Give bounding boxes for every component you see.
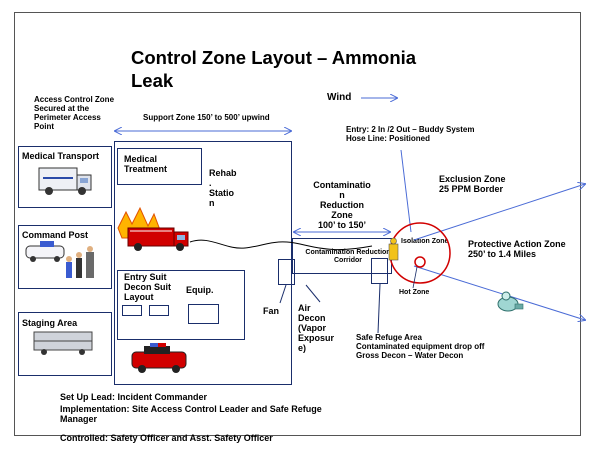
suit-small-box-1 xyxy=(122,305,142,316)
hot-zone-label: Hot Zone xyxy=(399,289,430,296)
footer-setup: Set Up Lead: Incident Commander xyxy=(60,392,208,402)
medical-transport-label: Medical Transport xyxy=(22,151,100,161)
footer-controlled: Controlled: Safety Officer and Asst. Saf… xyxy=(60,433,273,443)
protective-action-zone-label: Protective Action Zone 250’ to 1.4 Miles xyxy=(468,239,566,260)
command-post-box xyxy=(18,225,112,289)
corridor-label: Contamination Reduction Corridor xyxy=(305,249,391,264)
footer-implementation: Implementation: Site Access Control Lead… xyxy=(60,404,322,425)
staging-area-label: Staging Area xyxy=(22,318,78,328)
medical-treatment-box xyxy=(117,148,202,185)
support-zone-box xyxy=(114,141,292,385)
medical-treatment-label: Medical Treatment xyxy=(124,154,168,175)
isolation-zone-label: Isolation Zone xyxy=(401,238,449,245)
exclusion-zone-label: Exclusion Zone 25 PPM Border xyxy=(439,174,506,195)
rehab-station-label: Rehab . Statio n xyxy=(209,168,237,209)
access-control-label: Access Control Zone Secured at the Perim… xyxy=(34,95,115,131)
fan-label: Fan xyxy=(263,306,280,316)
air-decon-label: Air Decon (Vapor Exposur e) xyxy=(298,303,335,354)
command-post-label: Command Post xyxy=(22,230,89,240)
decon-unit-box xyxy=(371,258,388,284)
support-zone-label: Support Zone 150’ to 500’ upwind xyxy=(143,113,270,122)
safe-refuge-label: Safe Refuge Area Contaminated equipment … xyxy=(356,333,485,360)
fan-unit-box xyxy=(278,259,295,285)
contamination-reduction-zone-label: Contaminatio n Reduction Zone 100’ to 15… xyxy=(313,180,371,231)
page-title: Control Zone Layout – Ammonia Leak xyxy=(131,47,417,92)
staging-area-box xyxy=(18,312,112,376)
suit-small-box-2 xyxy=(149,305,169,316)
equip-label: Equip. xyxy=(186,285,214,295)
entry-suit-box xyxy=(117,270,245,340)
medical-transport-box xyxy=(18,146,112,208)
wind-label: Wind xyxy=(327,92,352,103)
entry-suit-label: Entry Suit Decon Suit Layout xyxy=(124,272,172,303)
entry-info-label: Entry: 2 In /2 Out – Buddy System Hose L… xyxy=(346,125,475,143)
equip-box xyxy=(188,304,219,324)
